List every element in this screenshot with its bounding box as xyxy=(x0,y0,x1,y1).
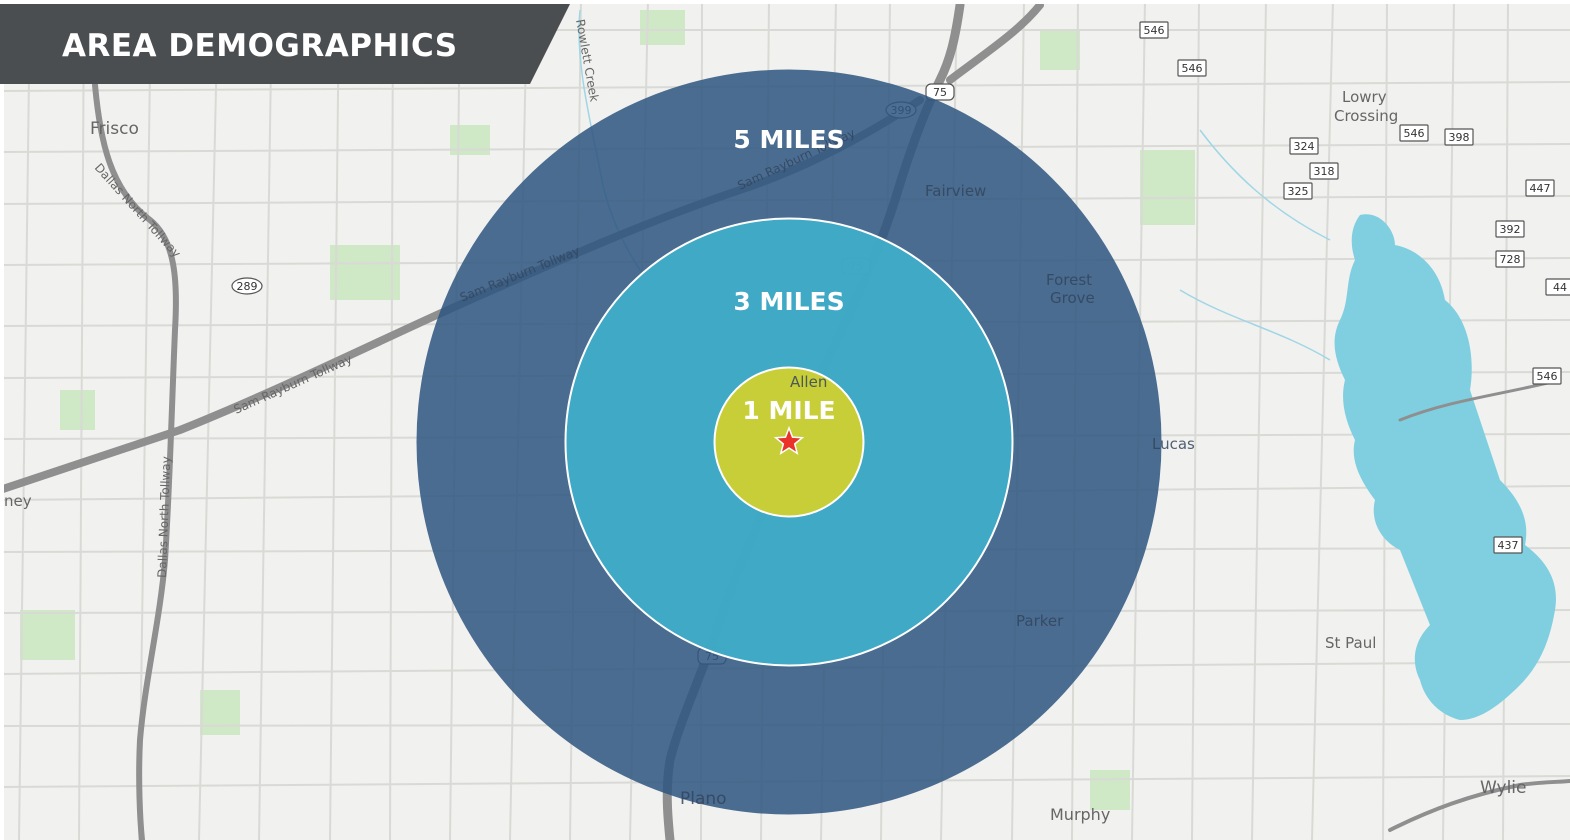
park xyxy=(200,690,240,735)
place-grove: Grove xyxy=(1050,289,1095,307)
park xyxy=(20,610,75,660)
place-lowry: Lowry xyxy=(1342,88,1387,106)
place-st-paul: St Paul xyxy=(1325,634,1376,652)
route-shield-r728: 728 xyxy=(1495,250,1525,268)
ring-labels: 5 MILES 3 MILES 1 MILE xyxy=(733,125,844,425)
park xyxy=(1090,770,1130,810)
street xyxy=(18,0,31,840)
place-lucas: Lucas xyxy=(1152,435,1195,453)
park xyxy=(1040,30,1080,70)
route-shield-label: 44 xyxy=(1553,281,1567,294)
place-murphy: Murphy xyxy=(1050,805,1110,824)
route-shield-r546_b: 546 xyxy=(1177,59,1207,77)
place-allen: Allen xyxy=(790,373,827,391)
route-shield-label: 318 xyxy=(1314,165,1335,178)
route-shield-label: 546 xyxy=(1182,62,1203,75)
route-shield-r447: 447 xyxy=(1525,179,1555,197)
route-shield-label: 546 xyxy=(1537,370,1558,383)
ring-label-1: 1 MILE xyxy=(742,396,835,425)
star-icon[interactable] xyxy=(773,425,805,455)
route-shield-label: 437 xyxy=(1498,539,1519,552)
route-shield-r289: 289 xyxy=(231,277,263,295)
street xyxy=(1251,0,1267,840)
us-75-north-spur xyxy=(946,1,1044,84)
route-shield-label: 289 xyxy=(237,280,258,293)
place-forest: Forest xyxy=(1046,271,1092,289)
place-fairview: Fairview xyxy=(925,182,986,200)
road-dnt-lower: Dallas North Tollway xyxy=(155,456,173,578)
route-shield-label: 728 xyxy=(1500,253,1521,266)
place-wylie: Wylie xyxy=(1480,778,1526,798)
page-title: AREA DEMOGRAPHICS xyxy=(62,28,458,64)
route-shield-label: 75 xyxy=(933,86,947,99)
street xyxy=(329,0,340,840)
place-frisco: Frisco xyxy=(90,119,139,139)
top-frame xyxy=(0,0,1570,4)
route-shield-label: 546 xyxy=(1404,127,1425,140)
route-shield-label: 325 xyxy=(1288,185,1309,198)
route-shield-label: 398 xyxy=(1449,131,1470,144)
wylie-road xyxy=(1388,779,1570,832)
route-shield-r318: 318 xyxy=(1309,162,1339,180)
route-shield-us75_top: 75 xyxy=(925,83,955,101)
title-banner-shape xyxy=(0,4,570,84)
title-banner: AREA DEMOGRAPHICS xyxy=(0,4,570,84)
route-shield-r398: 398 xyxy=(1444,128,1474,146)
street xyxy=(1191,0,1200,840)
park xyxy=(330,245,400,300)
route-shield-label: 324 xyxy=(1294,140,1315,153)
lake-causeway xyxy=(1398,378,1562,422)
street xyxy=(1311,0,1334,840)
left-frame xyxy=(0,84,4,840)
route-shield-r546_c: 546 xyxy=(1399,124,1429,142)
street xyxy=(138,0,152,840)
route-shield-r392: 392 xyxy=(1495,220,1525,238)
route-shield-r546_a: 546 xyxy=(1139,21,1169,39)
route-shield-label: 447 xyxy=(1530,182,1551,195)
route-shield-r324: 324 xyxy=(1289,137,1319,155)
route-shields: 546 546 546 546 398 324 318 325 447 392 728 437 44 28… xyxy=(231,21,1570,665)
place-ney: ney xyxy=(4,492,32,510)
route-shield-r437: 437 xyxy=(1493,536,1523,554)
park xyxy=(1140,150,1195,225)
route-shield-r325: 325 xyxy=(1283,182,1313,200)
route-shield-r44x: 44 xyxy=(1545,278,1570,296)
ring-label-5: 5 MILES xyxy=(733,125,844,154)
street xyxy=(389,0,394,840)
route-shield-r546_d: 546 xyxy=(1532,367,1562,385)
place-parker: Parker xyxy=(1016,612,1064,630)
place-plano: Plano xyxy=(680,789,727,809)
lake xyxy=(1334,214,1556,720)
street xyxy=(1502,0,1509,840)
dallas-north-tollway xyxy=(92,82,179,840)
street xyxy=(78,0,85,840)
park xyxy=(60,390,95,430)
route-shield-label: 392 xyxy=(1500,223,1521,236)
street xyxy=(258,0,273,840)
ring-label-3: 3 MILES xyxy=(733,287,844,316)
place-crossing: Crossing xyxy=(1334,107,1398,125)
route-shield-label: 546 xyxy=(1144,24,1165,37)
parks xyxy=(20,10,1475,810)
